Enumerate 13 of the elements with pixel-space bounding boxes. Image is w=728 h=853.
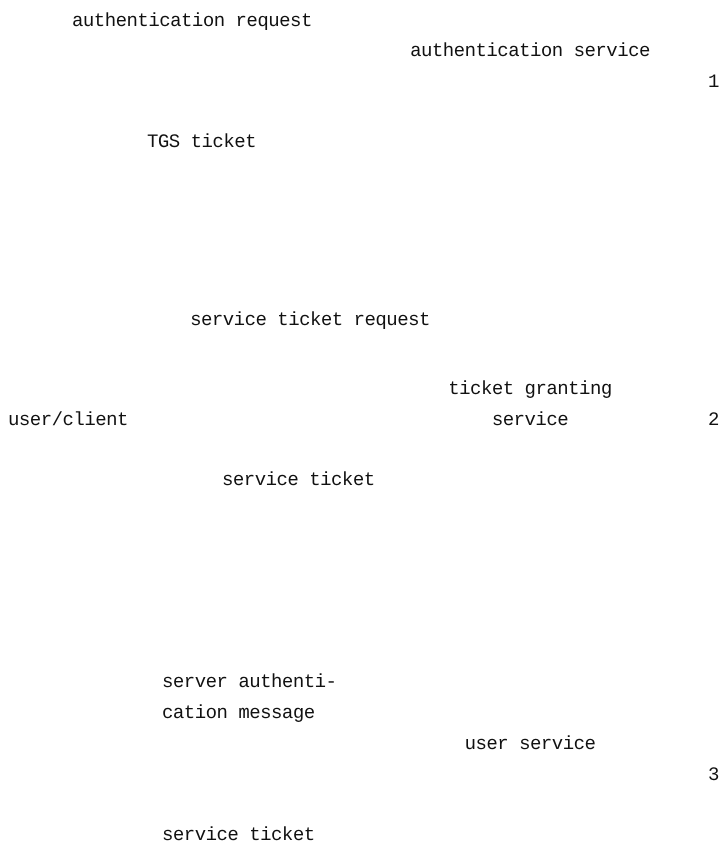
message-label: authentication request: [72, 9, 313, 34]
step-number: 1: [708, 70, 720, 95]
message-label: service ticket: [222, 468, 376, 493]
message-label: TGS ticket: [147, 130, 258, 155]
service-label: user service: [464, 732, 596, 757]
message-label: server authenti- cation message: [162, 670, 338, 726]
message-label: service ticket request: [190, 308, 430, 333]
message-label: service ticket: [162, 823, 316, 848]
step-number: 2: [708, 408, 720, 433]
client-label: user/client: [8, 408, 129, 433]
step-number: 3: [708, 763, 720, 788]
service-label: authentication service: [410, 39, 650, 64]
service-label: ticket granting service: [447, 377, 613, 433]
